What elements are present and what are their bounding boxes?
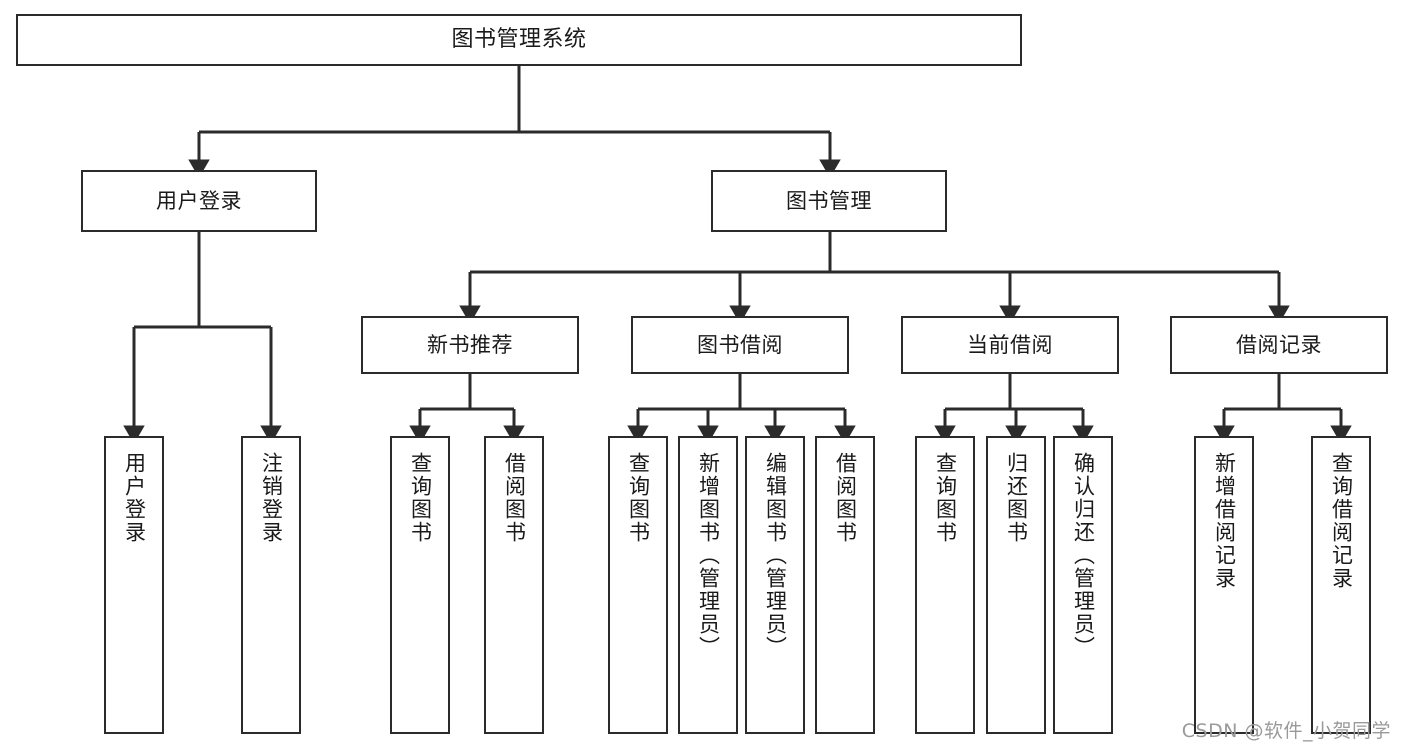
node-label: 借阅记录: [1236, 332, 1322, 357]
node-borrowing-records[interactable]: 借阅记录: [1170, 316, 1388, 374]
node-leaf-borrow-books[interactable]: 借阅图书: [815, 436, 875, 734]
node-label: 当前借阅: [967, 332, 1053, 357]
node-label: 图书管理: [786, 188, 872, 213]
node-label: 注销登录: [259, 452, 284, 544]
node-new-book-recommendation[interactable]: 新书推荐: [361, 316, 579, 374]
node-label: 确认归还（管理员）: [1071, 452, 1096, 659]
node-leaf-query-books-current[interactable]: 查询图书: [915, 436, 975, 734]
node-label: 新增图书（管理员）: [696, 452, 721, 659]
node-leaf-query-books-borrow[interactable]: 查询图书: [608, 436, 668, 734]
node-label: 新增借阅记录: [1212, 452, 1237, 590]
node-label: 归还图书: [1004, 452, 1029, 544]
node-label: 编辑图书（管理员）: [763, 452, 788, 659]
node-leaf-add-book-admin[interactable]: 新增图书（管理员）: [678, 436, 738, 734]
node-leaf-user-login[interactable]: 用户登录: [104, 436, 164, 734]
node-label: 查询图书: [408, 452, 433, 544]
node-label: 查询图书: [626, 452, 651, 544]
node-label: 图书管理系统: [451, 27, 587, 53]
csdn-watermark: CSDN @软件_小贺同学: [1181, 720, 1391, 742]
node-root-system[interactable]: 图书管理系统: [16, 14, 1022, 66]
node-label: 查询图书: [933, 452, 958, 544]
node-leaf-return-books[interactable]: 归还图书: [986, 436, 1046, 734]
node-current-borrowing[interactable]: 当前借阅: [901, 316, 1119, 374]
node-leaf-add-borrow-record[interactable]: 新增借阅记录: [1194, 436, 1254, 734]
node-leaf-logout[interactable]: 注销登录: [241, 436, 301, 734]
node-leaf-edit-book-admin[interactable]: 编辑图书（管理员）: [745, 436, 805, 734]
node-label: 用户登录: [122, 452, 147, 544]
node-label: 图书借阅: [697, 332, 783, 357]
node-label: 新书推荐: [427, 332, 513, 357]
node-label: 借阅图书: [833, 452, 858, 544]
node-label: 查询借阅记录: [1329, 452, 1354, 590]
node-label: 用户登录: [156, 188, 242, 213]
node-book-borrowing[interactable]: 图书借阅: [631, 316, 849, 374]
node-label: 借阅图书: [502, 452, 527, 544]
node-leaf-borrow-books-rec[interactable]: 借阅图书: [484, 436, 544, 734]
node-book-management[interactable]: 图书管理: [711, 170, 947, 232]
node-leaf-confirm-return-admin[interactable]: 确认归还（管理员）: [1053, 436, 1113, 734]
node-user-login[interactable]: 用户登录: [81, 170, 317, 232]
node-leaf-query-books-rec[interactable]: 查询图书: [390, 436, 450, 734]
node-leaf-query-borrow-record[interactable]: 查询借阅记录: [1311, 436, 1371, 734]
